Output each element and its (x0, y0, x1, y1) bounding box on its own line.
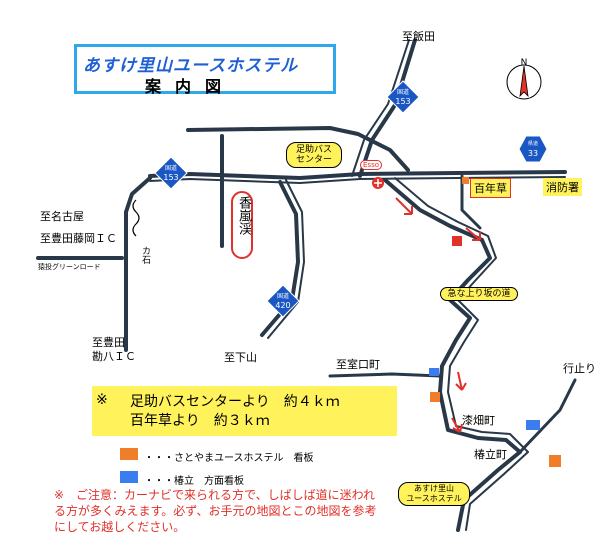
distance-mark: ※ (96, 392, 108, 408)
label-kari: カ石 (140, 246, 150, 264)
svg-text:国道: 国道 (277, 292, 289, 300)
hostel-destination-label: あすけ里山 ユースホステル (398, 482, 470, 506)
blue-sign-marker (429, 368, 439, 376)
svg-text:国道: 国道 (397, 88, 409, 96)
bus-center-label: 足助バス センター (286, 142, 342, 168)
compass-label: N (521, 58, 528, 68)
esso-station-icon: Esso (360, 160, 382, 170)
legend-blue-text: ・・・椿立 方面看板 (144, 476, 244, 487)
navigation-warning-note: ※ ご注意：カーナビで来られる方で、しばしば道に迷われる方が多くみえます。必ず、… (54, 488, 377, 534)
road-muro (328, 372, 442, 378)
map-title: あすけ里山ユースホステル (83, 56, 299, 76)
road-153-north (358, 38, 417, 178)
svg-text:153: 153 (163, 173, 178, 182)
svg-text:県道: 県道 (528, 140, 538, 147)
distance-line-bus: 足助バスセンターより 約４ｋｍ (130, 394, 340, 410)
label-to-iida: 至飯田 (402, 30, 435, 43)
svg-text:153: 153 (395, 97, 410, 106)
label-to-shimoyama: 至下山 (224, 351, 257, 364)
route-153-shield-icon: 国道 153 (154, 156, 188, 190)
orange-sign-marker (430, 392, 440, 402)
label-to-kanba: 至豊田 勘八ＩＣ (92, 336, 136, 363)
label-to-fujioka: 至豊田藤岡ＩＣ (40, 232, 117, 245)
road-dead-end (518, 378, 577, 454)
map-subtitle: 案内図 (145, 77, 236, 96)
label-dead-end: 行止り (563, 362, 596, 375)
orange-sign-marker (452, 236, 462, 246)
route-arrows (395, 197, 481, 433)
label-green-road: 猿投グリーンロード (38, 263, 101, 271)
label-urushibata: 漆畑町 (462, 414, 495, 427)
compass-icon: N (506, 58, 542, 100)
map-title-box: あすけ里山ユースホステル 案内図 (74, 44, 336, 96)
kourankei-label: 香嵐渓 (231, 191, 253, 259)
orange-sign-marker (549, 455, 561, 467)
label-to-nagoya: 至名古屋 (40, 210, 84, 223)
legend-orange-text: ・・・さとやまユースホステル 看板 (144, 453, 314, 464)
route-33-shield-icon: 県道 33 (518, 135, 548, 163)
road-west (124, 176, 152, 352)
route-153-shield-icon: 国道 153 (386, 80, 420, 114)
svg-text:33: 33 (528, 149, 538, 158)
hyakunensou-label: 百年草 (470, 178, 511, 198)
steep-slope-label: 急な上り坂の道 (440, 287, 518, 301)
blue-sign-marker (526, 420, 540, 430)
svg-text:420: 420 (275, 301, 290, 310)
label-to-muro: 至室口町 (336, 358, 380, 371)
label-tsubatate: 椿立町 (474, 448, 507, 461)
road-upper (186, 126, 410, 172)
legend-orange-swatch (120, 448, 138, 460)
route-420-shield-icon: 国道 420 (266, 284, 300, 318)
kourankei-text: 香嵐渓 (236, 196, 251, 235)
road-33-branch (460, 174, 482, 230)
legend-blue-swatch (120, 471, 138, 483)
svg-text:国道: 国道 (165, 164, 177, 172)
shrine-icon (372, 177, 384, 189)
distance-box: ※ 足助バスセンターより 約４ｋｍ 百年草より 約３ｋｍ (92, 386, 397, 436)
fire-station-label: 消防署 (543, 178, 582, 196)
orange-sign-marker (462, 177, 469, 184)
distance-line-hyakunen: 百年草より 約３ｋｍ (130, 413, 270, 429)
